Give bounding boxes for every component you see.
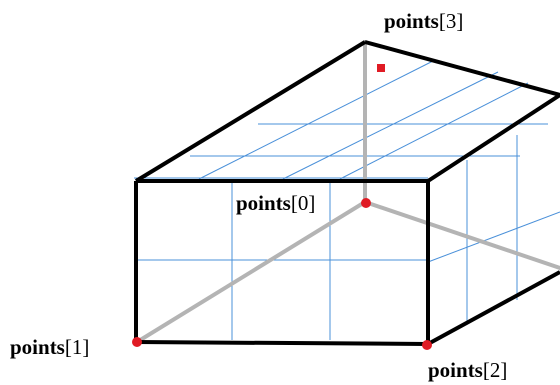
point-3-marker [377,64,385,72]
side-grid-line [427,211,560,263]
axis-line-to-right [363,200,560,270]
top-grid-line [198,60,434,180]
label-points-2-index: [2] [482,358,508,382]
label-points-2-name: points [428,358,483,382]
box-edge [426,93,560,183]
box-edge [427,270,560,346]
label-points-3-index: [3] [438,9,464,33]
top-grid-line [339,82,529,180]
label-points-0-name: points [236,191,291,215]
axis-lines [135,40,560,344]
box-edge [135,340,429,346]
label-points-0-index: [0] [290,191,316,215]
label-points-3: points[3] [384,11,463,32]
axis-line-to-points-1 [135,200,367,344]
grid-lines [134,60,560,340]
box-edge [134,40,367,183]
label-points-2: points[2] [428,360,507,381]
label-points-3-name: points [384,9,439,33]
box-edges [134,40,560,346]
top-grid-line [282,71,499,180]
label-points-1-name: points [10,335,65,359]
point-2-marker [422,340,432,350]
label-points-1: points[1] [10,337,89,358]
point-markers [132,64,432,350]
point-1-marker [132,337,142,347]
point-0-marker [361,198,371,208]
box-edge [364,40,560,97]
label-points-0: points[0] [236,193,315,214]
label-points-1-index: [1] [64,335,90,359]
